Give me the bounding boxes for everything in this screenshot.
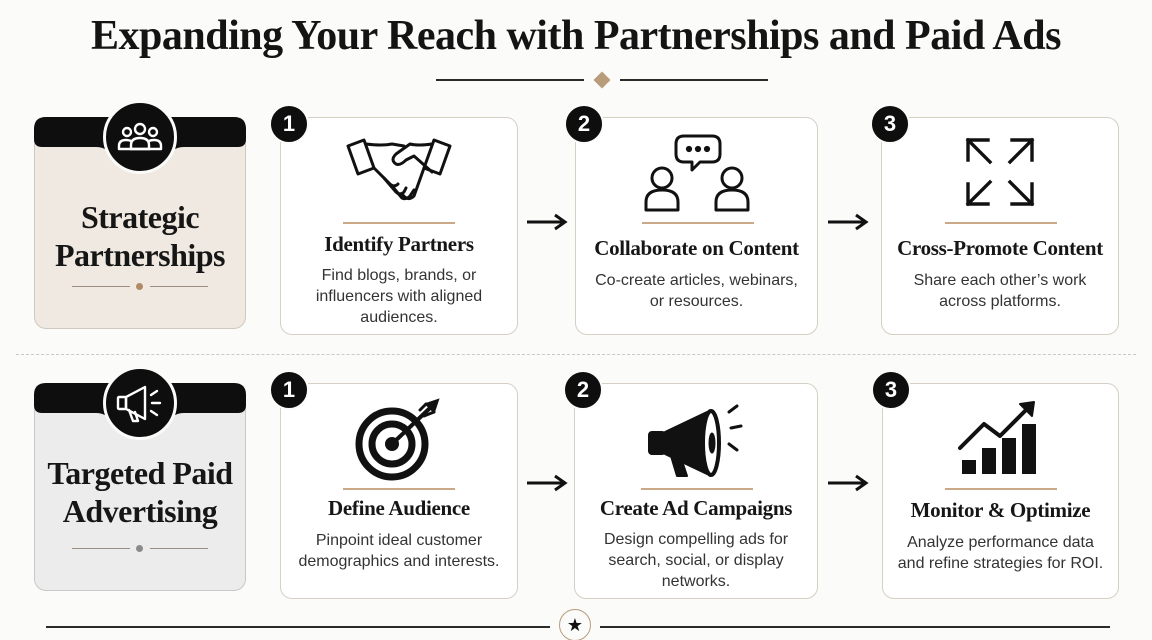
growth-chart-icon [883, 398, 1118, 478]
step-title: Collaborate on Content [594, 236, 799, 260]
step-description: Find blogs, brands, or influencers with … [315, 267, 483, 326]
megaphone-icon [575, 398, 817, 478]
section-ornament [72, 282, 208, 292]
expand-arrows-icon [882, 132, 1118, 212]
megaphone-icon [103, 366, 177, 440]
strategic-partnerships-card: Strategic Partnerships [34, 100, 246, 329]
star-icon: ★ [559, 609, 591, 640]
step-monitor-optimize: 3 Monitor & Optimize Analyze performance… [871, 370, 1119, 599]
step-number: 1 [269, 104, 309, 144]
arrow-right-icon [828, 474, 869, 492]
arrow-right-icon [527, 474, 568, 492]
handshake-icon [281, 132, 517, 212]
arrow-right-icon [828, 213, 869, 231]
step-title: Cross-Promote Content [897, 236, 1103, 260]
step-number: 2 [564, 104, 604, 144]
targeted-paid-advertising-card: Targeted Paid Advertising [34, 366, 246, 591]
people-group-icon [103, 100, 177, 174]
step-description: Analyze performance data and refine stra… [897, 534, 1104, 572]
step-title: Identify Partners [324, 232, 474, 256]
step-description: Share each other’s work across platforms… [913, 272, 1087, 310]
step-cross-promote-content: 3 Cross-Promote Content Share each other… [870, 104, 1119, 335]
step-description: Design compelling ads for search, social… [603, 531, 789, 590]
step-number: 3 [871, 370, 911, 410]
page-title: Expanding Your Reach with Partnerships a… [91, 13, 1061, 59]
step-identify-partners: 1 Identify Partners Find blogs, brands, … [269, 104, 518, 335]
title-ornament [436, 71, 768, 89]
step-define-audience: 1 Define Audience Pinpoint ideal custome… [269, 370, 518, 599]
step-description: Co-create articles, webinars, or resourc… [595, 272, 798, 310]
conversation-icon [576, 132, 817, 212]
target-icon [281, 398, 517, 481]
step-title: Define Audience [328, 496, 470, 520]
step-number: 2 [563, 370, 603, 410]
footer-rule [600, 626, 1110, 628]
step-title: Create Ad Campaigns [599, 496, 793, 520]
section-ornament [72, 544, 208, 554]
step-number: 3 [870, 104, 910, 144]
section-title: Targeted Paid Advertising [47, 455, 233, 529]
section-divider [16, 354, 1136, 355]
step-title: Monitor & Optimize [910, 498, 1091, 522]
step-create-ad-campaigns: 2 Create Ad Campaigns Design compelling … [563, 370, 818, 599]
section-title: Strategic Partnerships [55, 199, 226, 273]
step-description: Pinpoint ideal customer demographics and… [298, 532, 500, 570]
step-number: 1 [269, 370, 309, 410]
step-collaborate-on-content: 2 Collaborate on Content Co-create artic… [564, 104, 818, 335]
arrow-right-icon [527, 213, 568, 231]
footer-rule [46, 626, 550, 628]
